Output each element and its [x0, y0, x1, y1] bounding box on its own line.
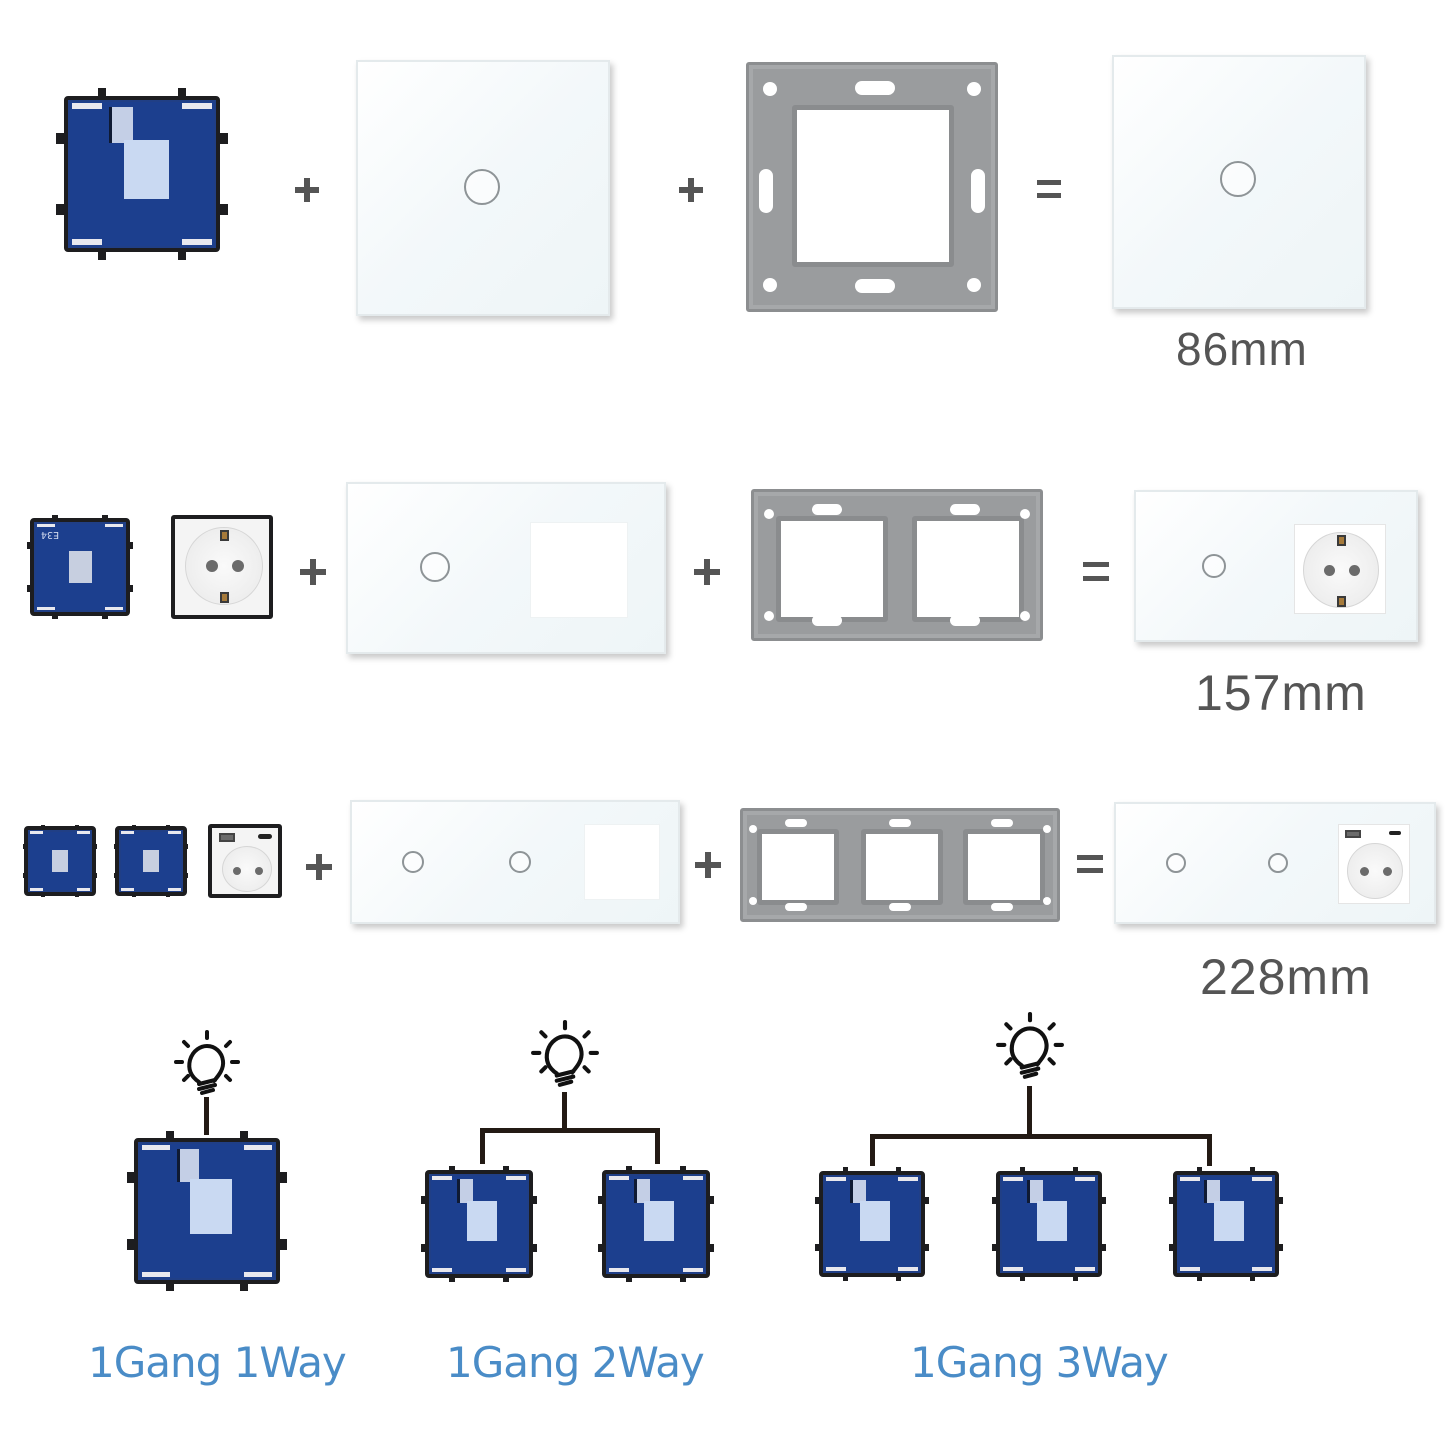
dimension-label-228mm: 228mm — [1200, 949, 1372, 1005]
glass-panel-1-touch-1-socket — [346, 482, 666, 654]
touch-button-icon — [402, 851, 424, 873]
assembled-2-switch-plus-usb-socket — [1114, 802, 1436, 924]
mounting-frame-2 — [751, 489, 1043, 641]
assembled-switch-plus-socket — [1134, 490, 1418, 642]
touch-button-icon — [1268, 853, 1288, 873]
touch-button-icon — [1220, 161, 1256, 197]
switch-module: E34 — [26, 514, 134, 620]
light-bulb-icon — [174, 1030, 240, 1095]
touch-button-icon — [464, 169, 500, 205]
switch-module — [56, 88, 228, 260]
touch-button-icon — [420, 552, 450, 582]
light-bulb-icon — [531, 1020, 599, 1087]
dimension-label-157mm: 157mm — [1195, 665, 1367, 721]
socket-cutout — [584, 824, 660, 900]
touch-button-icon — [509, 851, 531, 873]
usb-c-port — [1389, 831, 1401, 835]
switch-module — [598, 1166, 714, 1282]
caption-1gang-3way: 1Gang 3Way — [910, 1338, 1169, 1387]
light-bulb-icon — [996, 1012, 1064, 1079]
mounting-frame-3 — [740, 808, 1060, 922]
glass-panel-2-touch-1-socket — [350, 800, 680, 924]
mounting-frame-1 — [746, 62, 998, 312]
switch-module — [1169, 1167, 1283, 1281]
switch-module — [815, 1167, 929, 1281]
caption-1gang-2way: 1Gang 2Way — [446, 1338, 705, 1387]
switch-module — [126, 1130, 288, 1292]
switch-module — [22, 825, 98, 897]
touch-button-icon — [1166, 853, 1186, 873]
socket-cutout — [530, 522, 628, 618]
usb-c-port — [258, 834, 272, 839]
schuko-usb-socket — [1338, 824, 1410, 904]
usb-a-port — [219, 833, 235, 842]
usb-a-port — [1345, 830, 1361, 838]
assembled-1-gang-switch — [1112, 55, 1366, 309]
dimension-label-86mm: 86mm — [1176, 323, 1308, 375]
glass-panel-1-touch — [356, 60, 610, 316]
schuko-usb-socket-module — [208, 824, 282, 898]
switch-module — [113, 825, 189, 897]
touch-button-icon — [1202, 554, 1226, 578]
schuko-socket — [1294, 524, 1386, 614]
switch-module — [421, 1166, 537, 1282]
switch-module — [992, 1167, 1106, 1281]
schuko-socket-module — [171, 515, 273, 619]
caption-1gang-1way: 1Gang 1Way — [88, 1338, 347, 1387]
